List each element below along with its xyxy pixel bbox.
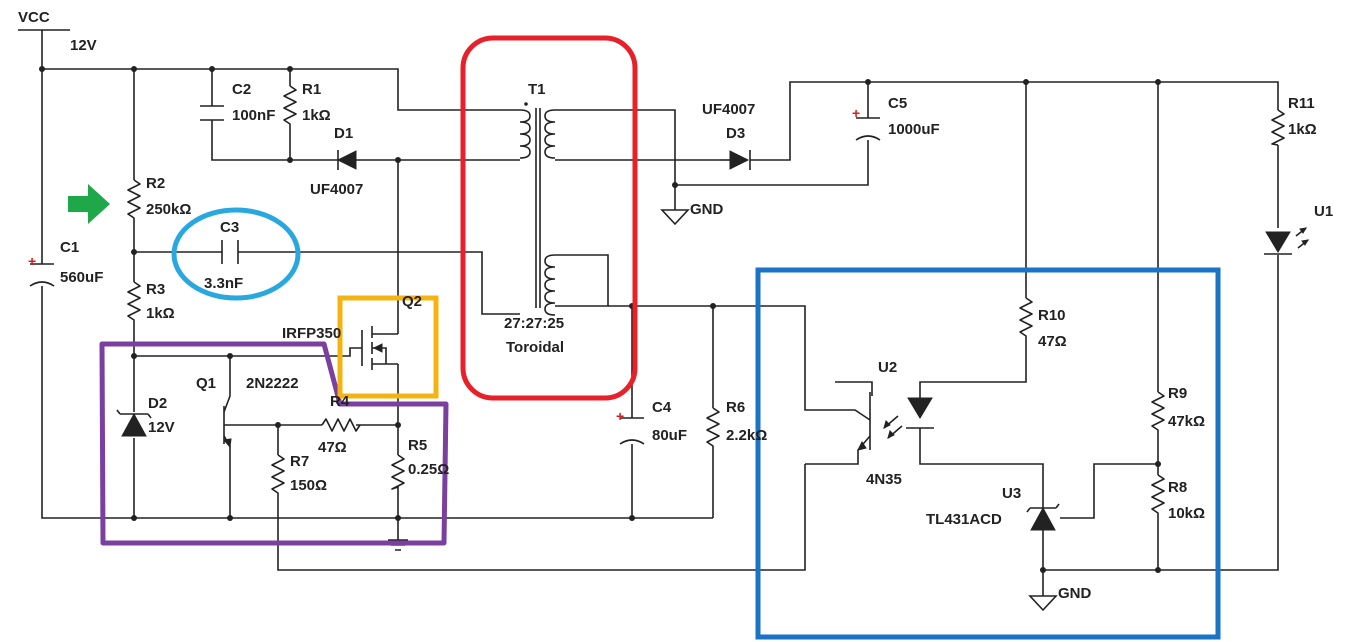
- c3-value: 3.3nF: [204, 275, 243, 292]
- c3-name: C3: [220, 219, 239, 236]
- r5-resistor: [391, 454, 405, 490]
- c4-capacitor: +: [616, 408, 645, 445]
- d3-part: UF4007: [702, 101, 755, 118]
- r7-name: R7: [290, 453, 309, 470]
- gnd-secondary-label: GND: [1058, 585, 1092, 602]
- d1-name: D1: [334, 125, 353, 142]
- u1-name: U1: [1314, 203, 1333, 220]
- r11-name: R11: [1288, 95, 1315, 112]
- r3-value: 1kΩ: [146, 305, 175, 322]
- r7-value: 150Ω: [290, 477, 327, 494]
- u3-name: U3: [1002, 485, 1021, 502]
- c2-value: 100nF: [232, 107, 275, 124]
- r1-resistor: [283, 85, 297, 136]
- r11-resistor: [1271, 109, 1285, 146]
- junction-dots: [39, 66, 1161, 573]
- ground-symbol-gnd: [660, 185, 690, 226]
- c1-capacitor: +: [28, 253, 55, 287]
- svg-text:+: +: [28, 253, 36, 269]
- r9-resistor: [1151, 391, 1165, 442]
- r1-name: R1: [302, 81, 321, 98]
- c5-capacitor: +: [852, 105, 881, 141]
- component-labels: VCC 12V C1 560uF C2 100nF R1 1kΩ D1 UF40…: [18, 9, 1333, 602]
- r2-value: 250kΩ: [146, 201, 191, 218]
- c3-highlight-circle: [171, 207, 301, 301]
- d1-diode: [336, 150, 357, 170]
- svg-text:+: +: [852, 105, 860, 121]
- gnd-primary-label: GND: [690, 201, 724, 218]
- r2-name: R2: [146, 175, 165, 192]
- driver-highlight-box: [99, 341, 449, 546]
- r1-value: 1kΩ: [302, 107, 331, 124]
- d2-zener: [116, 409, 152, 437]
- c4-name: C4: [652, 399, 672, 416]
- q2-name: Q2: [402, 293, 422, 310]
- r7-resistor: [271, 454, 285, 498]
- t1-ratio: 27:27:25: [504, 315, 564, 332]
- c5-name: C5: [888, 95, 907, 112]
- c4-value: 80uF: [652, 427, 687, 444]
- vcc-voltage-label: 12V: [70, 37, 97, 54]
- green-arrow-icon: [68, 184, 110, 224]
- r6-name: R6: [726, 399, 745, 416]
- q1-transistor: [223, 390, 246, 452]
- wires: [18, 29, 1279, 596]
- d3-diode: [720, 150, 751, 170]
- r10-name: R10: [1038, 307, 1066, 324]
- c5-value: 1000uF: [888, 121, 940, 138]
- q1-name: Q1: [196, 375, 216, 392]
- r3-name: R3: [146, 281, 165, 298]
- d1-part: UF4007: [310, 181, 363, 198]
- r8-name: R8: [1168, 479, 1187, 496]
- vcc-label: VCC: [18, 9, 50, 26]
- u2-name: U2: [878, 359, 897, 376]
- u3-part: TL431ACD: [926, 511, 1002, 528]
- r11-value: 1kΩ: [1288, 121, 1317, 138]
- t1-transformer: [519, 102, 556, 316]
- mosfet-highlight-box: [337, 295, 439, 399]
- r6-resistor: [706, 407, 720, 460]
- c3-capacitor: [221, 240, 239, 264]
- r8-value: 10kΩ: [1168, 505, 1205, 522]
- r5-name: R5: [408, 437, 427, 454]
- u2-optocoupler: [805, 381, 934, 465]
- c1-name: C1: [60, 239, 79, 256]
- r5-value: 0.25Ω: [408, 461, 449, 478]
- r10-resistor: [1019, 297, 1033, 360]
- optocoupler-highlight-box: [755, 267, 1221, 640]
- r8-resistor: [1151, 474, 1165, 530]
- t1-core: Toroidal: [506, 339, 564, 356]
- transformer-highlight-box: [460, 35, 638, 401]
- d2-value: 12V: [148, 419, 175, 436]
- r10-value: 47Ω: [1038, 333, 1067, 350]
- c2-name: C2: [232, 81, 251, 98]
- r9-value: 47kΩ: [1168, 413, 1205, 430]
- q2-part: IRFP350: [282, 325, 341, 342]
- r2-resistor: [127, 179, 141, 230]
- u3-tl431: [1026, 503, 1060, 531]
- r4-resistor: [321, 418, 361, 432]
- r3-resistor: [127, 281, 141, 334]
- r4-value: 47Ω: [318, 439, 347, 456]
- u2-part: 4N35: [866, 471, 902, 488]
- d2-name: D2: [148, 395, 167, 412]
- c1-value: 560uF: [60, 269, 103, 286]
- r9-name: R9: [1168, 385, 1187, 402]
- u1-led: [1264, 227, 1309, 255]
- r6-value: 2.2kΩ: [726, 427, 767, 444]
- d3-name: D3: [726, 125, 745, 142]
- ground-symbol-gnd-secondary: [1028, 595, 1058, 612]
- c2-capacitor: [200, 105, 224, 121]
- t1-name: T1: [528, 81, 546, 98]
- q1-part: 2N2222: [246, 375, 299, 392]
- r4-name: R4: [330, 393, 350, 410]
- svg-text:+: +: [616, 408, 624, 424]
- q2-mosfet: [361, 326, 398, 370]
